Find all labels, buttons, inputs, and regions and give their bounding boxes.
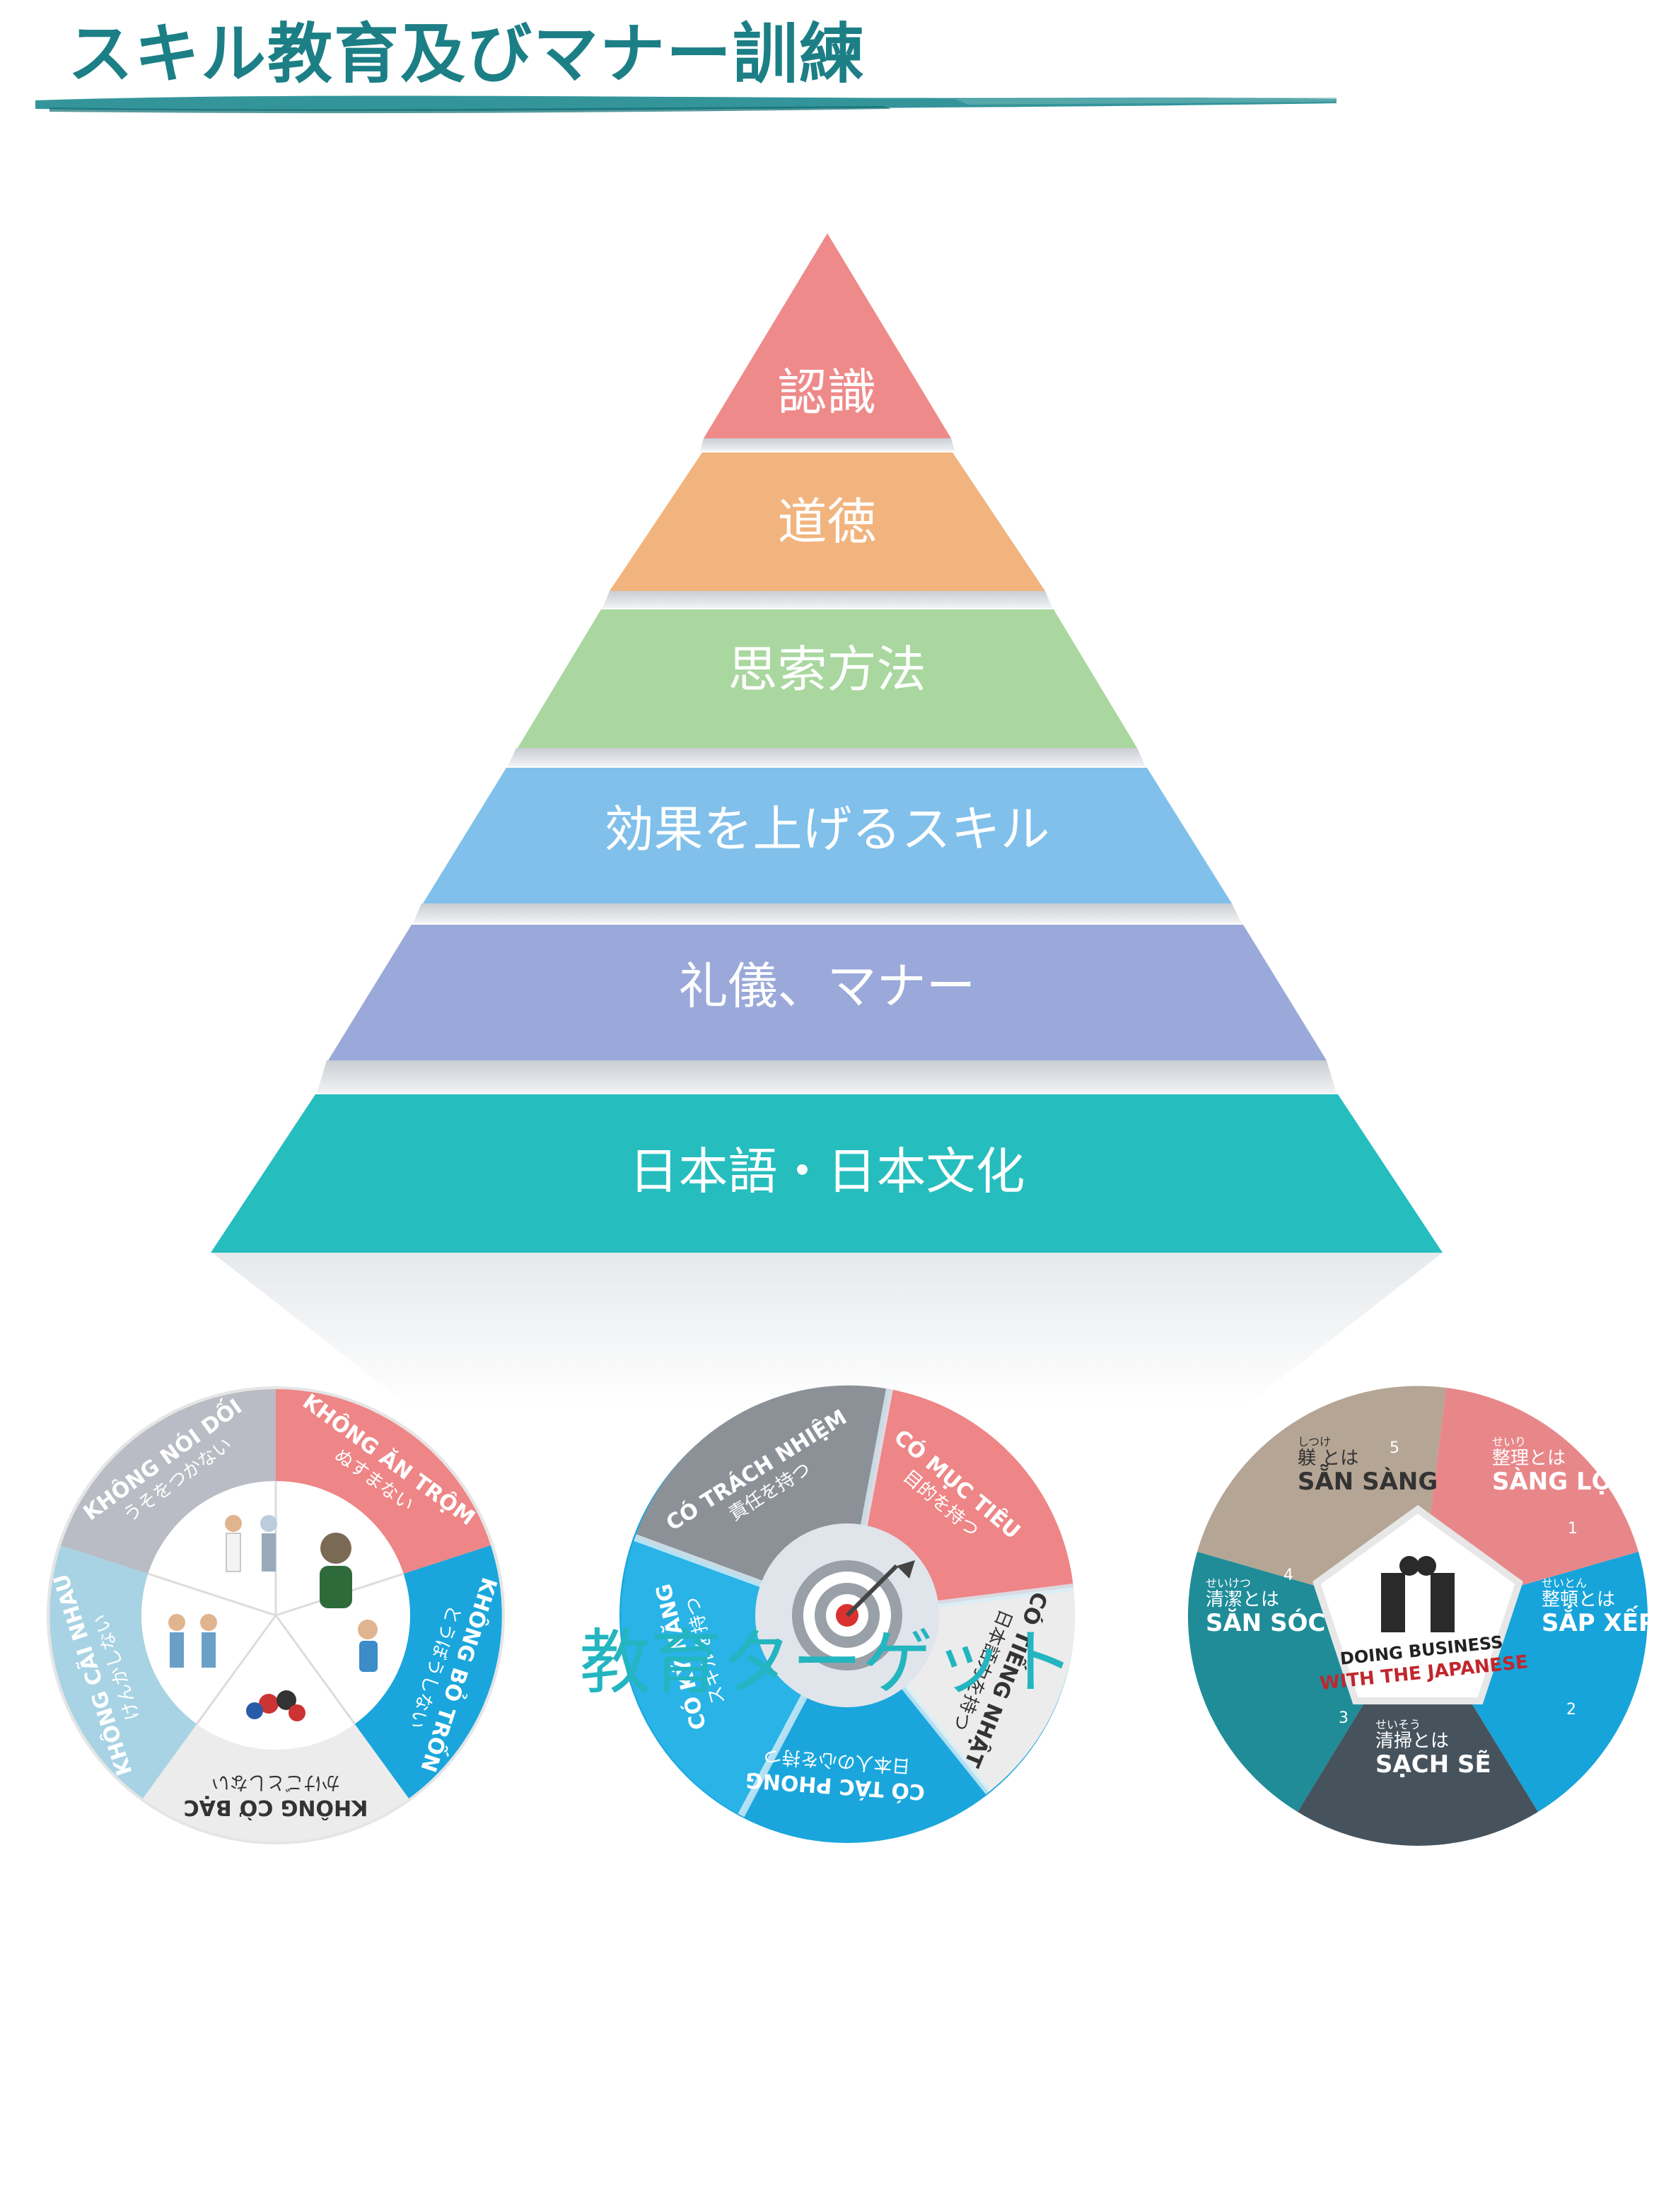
rules-3-vi: KHÔNG CỜ BẠC [184,1795,368,1821]
fives-3-number: 3 [1339,1709,1349,1727]
pyramid-diagram [211,233,1443,1407]
five-s-circle: DOING BUSINESS WITH THE JAPANESE せいり 整理と… [1186,1383,1654,1847]
fives-4-number: 4 [1283,1567,1293,1584]
targets-segment-3 [741,1615,989,1842]
fives-3-vi: SẠCH SẼ [1375,1750,1491,1779]
title-underline-brush [35,95,1336,114]
fives-2-jp: 整頓とは [1542,1589,1615,1610]
page-title: スキル教育及びマナー訓練 [68,16,866,92]
rules-3-jp: かけごとしない [211,1772,340,1793]
thief-illustration-icon [320,1533,352,1608]
fives-1-furigana: せいり [1492,1435,1526,1449]
tier-5-label: 礼儀、マナー [678,957,976,1015]
fives-3-furigana: せいそう [1375,1718,1421,1731]
rules-circle: KHÔNG ĂN TRỘM ぬすまない KHÔNG BỎ TRỐN とうぼうしな… [47,1386,506,1844]
fives-3-jp: 清掃とは [1375,1731,1449,1752]
fives-4-vi: SĂN SÓC [1206,1608,1325,1637]
casino-chips-icon [246,1690,305,1721]
targets-circle: CÓ MỤC TIÊU 目的を持つ CÓ TIẾNG NHẬT 日本語力を持つ … [619,1385,1076,1843]
fives-2-vi: SẮP XẾP [1542,1605,1654,1637]
fives-5-number: 5 [1390,1439,1399,1457]
tier-3-label: 思索方法 [728,640,926,698]
fives-2-furigana: せいとん [1542,1576,1587,1590]
tier-1-shape [704,233,951,438]
fives-1-number: 1 [1568,1520,1578,1538]
liar-illustration-icon [225,1515,277,1572]
tier-4-shape [423,768,1232,903]
fives-5-furigana: しつけ [1298,1435,1331,1449]
tier-4-label: 効果を上げるスキル [604,800,1050,858]
tier-6-label: 日本語・日本文化 [629,1142,1025,1200]
target-bullseye-icon [792,1560,915,1670]
fives-5-jp: 躾 とは [1298,1448,1358,1469]
fives-4-jp: 清潔とは [1206,1589,1279,1610]
fives-1-vi: SÀNG LỌC [1492,1467,1630,1496]
fives-4-furigana: せいけつ [1206,1576,1251,1590]
fives-2-number: 2 [1566,1701,1576,1719]
fives-5-vi: SẴN SÀNG [1298,1464,1438,1496]
running-man-icon [358,1620,378,1672]
tier-2-label: 道徳 [777,493,877,551]
tier-2-shape [610,452,1045,591]
tier-6-shape [211,1094,1443,1253]
bowing-businessmen-icon [1381,1556,1455,1632]
fives-1-jp: 整理とは [1492,1448,1566,1469]
arguing-people-icon [168,1614,217,1668]
education-target-caption: 教育ターゲット [579,1621,1075,1704]
tier-1-label: 認識 [777,363,877,421]
fives-segment-3 [1298,1615,1538,1847]
tier-5-shape [328,925,1327,1060]
tier-3-shape [518,609,1137,748]
